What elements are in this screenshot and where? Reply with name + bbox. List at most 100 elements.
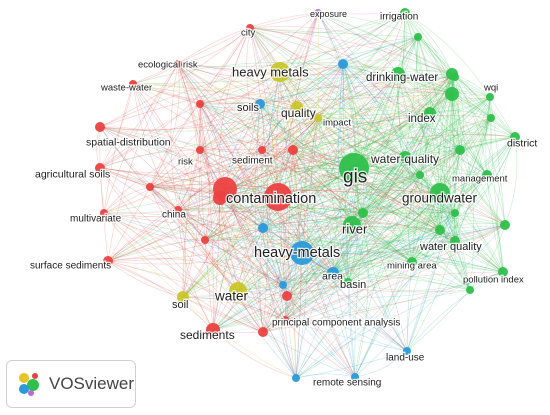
label-wqi[interactable]: wqi [482, 81, 500, 94]
label-heavy-metals-a[interactable]: heavy metals [231, 63, 310, 80]
node[interactable] [445, 87, 459, 101]
node[interactable] [196, 100, 204, 108]
node[interactable] [279, 281, 287, 289]
label-city[interactable]: city [240, 26, 257, 39]
node[interactable] [292, 374, 300, 382]
node-water-quality-a[interactable] [399, 151, 411, 163]
node-quality[interactable] [291, 101, 303, 113]
label-water-quality-b[interactable]: water quality [418, 240, 484, 254]
label-exposure[interactable]: exposure [309, 8, 348, 20]
node[interactable] [486, 93, 494, 101]
node[interactable] [201, 236, 209, 244]
node-sediment[interactable] [258, 146, 266, 154]
label-spatial-distribution[interactable]: spatial-distribution [85, 135, 172, 149]
node-soils[interactable] [255, 99, 265, 109]
node-surface-sediments[interactable] [103, 256, 113, 266]
node-index[interactable] [424, 107, 436, 119]
node-basin[interactable] [344, 278, 352, 286]
node-exposure[interactable] [314, 9, 322, 17]
label-soil[interactable]: soil [171, 298, 190, 312]
label-basin[interactable]: basin [339, 278, 368, 292]
label-soils[interactable]: soils [236, 101, 261, 115]
label-management[interactable]: management [451, 172, 509, 185]
node-management[interactable] [455, 145, 465, 155]
node-remote-sensing[interactable] [351, 373, 359, 381]
label-drinking-water[interactable]: drinking-water [365, 71, 440, 85]
label-sediments[interactable]: sediments [179, 327, 236, 343]
label-water-quality-a[interactable]: water-quality [369, 151, 440, 167]
node-contamination[interactable] [264, 183, 292, 211]
node[interactable] [146, 183, 154, 191]
node[interactable] [258, 223, 268, 233]
node-china[interactable] [174, 206, 182, 214]
node-city[interactable] [246, 24, 254, 32]
node-heavy-metals-b[interactable] [290, 241, 314, 265]
label-water[interactable]: water [213, 288, 250, 305]
node-waste-water[interactable] [129, 80, 137, 88]
label-mining-area[interactable]: mining area [386, 259, 439, 272]
node-ecological-risk[interactable] [174, 60, 182, 68]
label-agricultural-soils[interactable]: agricultural soils [34, 167, 112, 181]
node[interactable] [500, 220, 510, 230]
label-index[interactable]: index [407, 112, 437, 126]
label-china[interactable]: china [161, 208, 188, 221]
label-gis[interactable]: gis [342, 165, 369, 188]
label-waste-water[interactable]: waste-water [99, 81, 154, 94]
node[interactable] [338, 59, 348, 69]
node[interactable] [358, 208, 368, 218]
label-principal-component-analysis[interactable]: principal component analysis [271, 316, 402, 329]
label-surface-sediments[interactable]: surface sediments [29, 259, 113, 272]
label-quality[interactable]: quality [280, 105, 317, 121]
label-contamination[interactable]: contamination [225, 190, 318, 208]
node[interactable] [451, 73, 459, 81]
node-drinking-water[interactable] [391, 67, 405, 81]
label-risk[interactable]: risk [177, 155, 194, 168]
node-agricultural-soils[interactable] [95, 163, 105, 173]
node[interactable] [451, 209, 459, 217]
node-soil[interactable] [177, 291, 189, 303]
vosviewer-badge[interactable]: VOSviewer [6, 360, 136, 408]
node-area[interactable] [327, 267, 339, 279]
label-district[interactable]: district [506, 136, 539, 150]
node-spatial-distribution[interactable] [95, 122, 105, 132]
node[interactable] [482, 170, 492, 180]
node-water[interactable] [229, 282, 247, 300]
node-mining-area[interactable] [407, 257, 417, 267]
node[interactable] [282, 291, 292, 301]
label-impact[interactable]: impact [322, 116, 353, 129]
label-irrigation[interactable]: irrigation [379, 10, 420, 23]
node-groundwater[interactable] [430, 183, 450, 203]
node[interactable] [487, 114, 495, 122]
label-land-use[interactable]: land-use [385, 351, 426, 364]
node-irrigation[interactable] [400, 8, 410, 18]
node-pollution-index[interactable] [498, 267, 508, 277]
node-district[interactable] [510, 132, 520, 142]
node-water-quality-b[interactable] [450, 236, 460, 246]
label-remote-sensing[interactable]: remote sensing [312, 376, 383, 389]
node-sediments[interactable] [206, 323, 220, 337]
label-river[interactable]: river [341, 220, 369, 237]
node[interactable] [213, 191, 227, 205]
label-area[interactable]: area [321, 269, 345, 283]
node-multivariate[interactable] [100, 209, 108, 217]
label-groundwater[interactable]: groundwater [401, 190, 479, 207]
label-ecological-risk[interactable]: ecological risk [137, 58, 199, 71]
node[interactable] [414, 33, 422, 41]
node[interactable] [258, 327, 268, 337]
label-heavy-metals-b[interactable]: heavy-metals [253, 244, 342, 262]
label-sediment[interactable]: sediment [231, 154, 274, 167]
edge [99, 126, 239, 292]
node-land-use[interactable] [403, 347, 411, 355]
label-pollution-index[interactable]: pollution index [462, 273, 525, 286]
node[interactable] [435, 225, 445, 235]
node-impact[interactable] [314, 114, 322, 122]
node-heavy-metals-a[interactable] [270, 62, 290, 82]
node-gis[interactable] [339, 153, 369, 183]
node-river[interactable] [343, 216, 361, 234]
node[interactable] [288, 145, 298, 155]
node[interactable] [466, 286, 474, 294]
node-risk[interactable] [196, 146, 204, 154]
node-principal-component-analysis[interactable] [281, 316, 289, 324]
node[interactable] [416, 171, 424, 179]
label-multivariate[interactable]: multivariate [69, 212, 123, 225]
